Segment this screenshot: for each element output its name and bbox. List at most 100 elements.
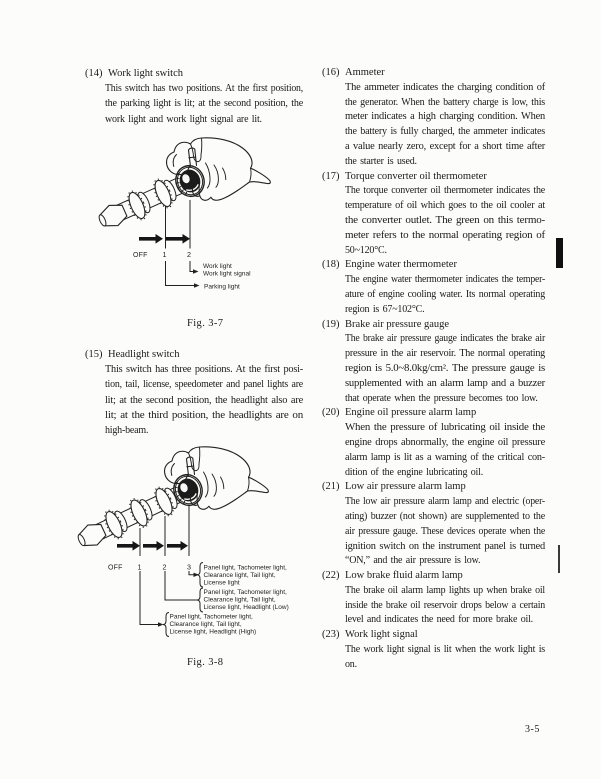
text-line: level and indicates the need for more br…	[345, 614, 533, 626]
fig37-label-work-light-signal: Work light signal	[203, 271, 251, 278]
section-header: (15)Headlight switch	[85, 347, 303, 362]
fig38-group1-line1: Panel light, Tachometer light,	[204, 565, 288, 572]
text-line: When the pressure of lubricating oil ins…	[345, 422, 545, 434]
manual-section: (19)Brake air pressure gauge The brake a…	[322, 318, 545, 407]
fig37-label-2: 2	[187, 250, 191, 259]
section-header: (20)Engine oil pressure alarm lamp	[322, 406, 545, 421]
fig38-group1-line3: License light	[204, 580, 240, 587]
section-header: (19)Brake air pressure gauge	[322, 318, 545, 333]
right-column: (16)Ammeter The ammeter indicates the ch…	[322, 66, 545, 673]
figure-3-7-switch-drawing: OFF 1 2 Work light Work light signal Par…	[95, 137, 272, 291]
section-title: Engine water thermometer	[345, 259, 457, 271]
text-line: region is 5.0~8.0kg/cm². The pressure ga…	[345, 362, 545, 374]
section-body: The brake air pressure gauge indicates t…	[345, 332, 545, 406]
section-title: Engine oil pressure alarm lamp	[345, 407, 477, 419]
section-body: This switch has three positions. At the …	[105, 362, 303, 438]
fig38-group2-line2: Clearance light, Tail light,	[204, 597, 276, 604]
fig38-label-3: 3	[187, 563, 191, 572]
manual-section: (17)Torque converter oil thermometer The…	[322, 170, 545, 259]
text-line: that operate when the pressure becomes t…	[345, 392, 538, 404]
text-line: This switch has three positions. At the …	[105, 364, 303, 376]
section-number: (23)	[322, 629, 340, 641]
text-line: meter indicates a high charging conditio…	[345, 111, 545, 123]
section-header: (18) Engine water thermometer	[322, 258, 545, 273]
print-mark-bar	[556, 238, 563, 268]
fig38-label-off: OFF	[108, 565, 123, 572]
fig38-group2-line3: License light, Headlight (Low)	[204, 604, 289, 611]
fig38-group3-line2: Clearance light, Tail light,	[170, 621, 242, 628]
fig37-label-off: OFF	[133, 252, 148, 259]
manual-section: (15)Headlight switch This switch has thr…	[85, 347, 303, 438]
section-title: Torque converter oil thermometer	[345, 170, 487, 182]
text-line: dition of the engine lubricating oil.	[345, 466, 484, 478]
section-body: When the pressure of lubricating oil ins…	[345, 421, 545, 480]
section-header: (17) Torque converter oil thermometer	[322, 170, 545, 185]
text-line: region is 67~102°C.	[345, 303, 425, 315]
section-body: This switch has two positions. At the fi…	[105, 81, 303, 127]
section-title: Work light signal	[345, 629, 418, 641]
manual-section: (18) Engine water thermometer The engine …	[322, 258, 545, 317]
section-header: (14)Work light switch	[85, 66, 303, 81]
figure-3-8-caption: Fig. 3-8	[187, 657, 224, 668]
text-line: the battery is fully charged, the ammete…	[345, 126, 545, 138]
text-line: ignition switch on the instrument panel …	[345, 540, 545, 552]
left-column-section-14: (14)Work light switch This switch has tw…	[85, 66, 303, 127]
section-title: Low air pressure alarm lamp	[345, 481, 466, 493]
text-line: 50~120°C.	[345, 244, 387, 256]
section-title: Work light switch	[108, 68, 183, 79]
fig38-group2-line1: Panel light, Tachometer light,	[204, 589, 288, 596]
manual-section: (20)Engine oil pressure alarm lamp When …	[322, 406, 545, 480]
manual-section: (16)Ammeter The ammeter indicates the ch…	[322, 66, 545, 170]
manual-section: (14)Work light switch This switch has tw…	[85, 66, 303, 127]
left-column-section-15: (15)Headlight switch This switch has thr…	[85, 347, 303, 438]
text-line: The work light signal is lit when the wo…	[345, 644, 545, 656]
section-body: The ammeter indicates the charging condi…	[345, 81, 545, 170]
section-body: The work light signal is lit when the wo…	[345, 643, 545, 673]
text-line: inside the brake oil reservoir drops bel…	[345, 599, 545, 611]
text-line: alarm lamp is lit as a warning of the cr…	[345, 451, 545, 463]
text-line: ature of engine cooling water. Its norma…	[345, 288, 545, 300]
section-body: The engine water thermometer indicates t…	[345, 273, 545, 317]
text-line: work light and work light signal are lit…	[105, 113, 262, 125]
section-number: (21)	[322, 481, 340, 493]
manual-section: (22)Low brake fluid alarm lamp The brake…	[322, 569, 545, 628]
section-body: The brake oil alarm lamp lights up when …	[345, 584, 545, 628]
text-line: air pressure gauge. These devices operat…	[345, 525, 545, 537]
text-line: pressure in the air reservoir. The norma…	[345, 348, 545, 360]
section-title: Headlight switch	[108, 349, 180, 360]
fig37-label-parking-light: Parking light	[204, 284, 240, 291]
text-line: The ammeter indicates the charging condi…	[345, 81, 545, 93]
text-line: high-beam.	[105, 424, 149, 436]
text-line: “ON,” and the air pressure is low.	[345, 555, 481, 567]
fig38-label-1: 1	[138, 563, 142, 572]
page-number: 3-5	[525, 724, 540, 735]
text-line: tion, tail, license, speedometer and pan…	[105, 379, 303, 391]
section-header: (16)Ammeter	[322, 66, 545, 81]
fig38-group1-line2: Clearance light, Tail light,	[204, 572, 276, 579]
text-line: on.	[345, 658, 357, 670]
text-line: The brake air pressure gauge indicates t…	[345, 333, 545, 345]
section-header: (23) Work light signal	[322, 628, 545, 643]
section-number: (22)	[322, 570, 340, 582]
section-number: (17)	[322, 170, 340, 182]
section-number: (16)	[322, 67, 340, 78]
text-line: engine drops abnormally, the engine oil …	[345, 436, 545, 448]
text-line: supplemented with an alarm lamp and a bu…	[345, 377, 545, 389]
manual-section: (23) Work light signal The work light sig…	[322, 628, 545, 672]
text-line: This switch has two positions. At the fi…	[105, 83, 303, 95]
fig37-label-work-light: Work light	[203, 263, 232, 270]
section-number: (19)	[322, 318, 340, 330]
fig38-group3-line3: License light, Headlight (High)	[170, 629, 257, 636]
text-line: the converter outlet. The green on this …	[345, 214, 545, 226]
text-line: the generator. When the battery charge i…	[345, 96, 545, 108]
text-line: ating) buzzer (not shown) are supplement…	[345, 510, 545, 522]
text-line: the parking light is lit; at the second …	[105, 98, 303, 110]
section-header: (21) Low air pressure alarm lamp	[322, 480, 545, 495]
figure-3-8-switch-drawing: OFF 1 2 3 Panel light, Tachometer light,…	[74, 446, 289, 637]
section-body: The low air pressure alarm lamp and elec…	[345, 495, 545, 569]
figure-3-7-caption: Fig. 3-7	[187, 318, 224, 329]
fig38-group3-line1: Panel light, Tachometer light,	[170, 614, 254, 621]
section-number: (18)	[322, 259, 340, 271]
manual-section: (21) Low air pressure alarm lamp The low …	[322, 480, 545, 569]
